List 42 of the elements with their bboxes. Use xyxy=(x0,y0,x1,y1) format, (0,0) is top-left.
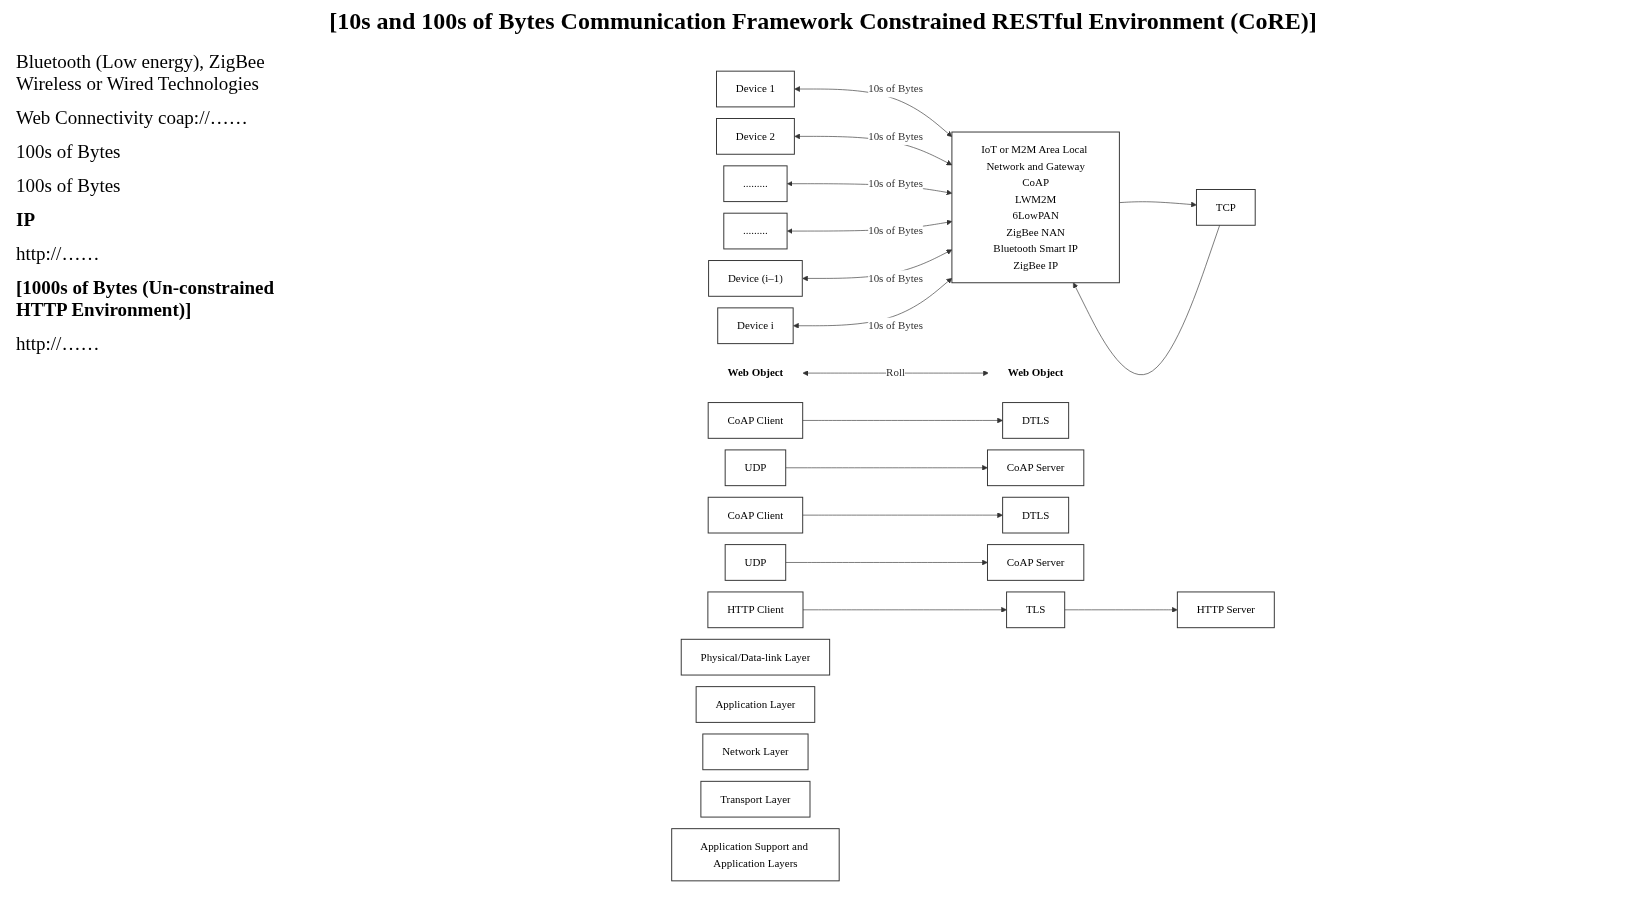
edge-label: 10s of Bytes xyxy=(868,318,923,332)
node-box: Application Layer xyxy=(695,685,816,723)
node-box: Transport Layer xyxy=(700,780,811,818)
edge-label: 10s of Bytes xyxy=(868,129,923,142)
node-box: ......... xyxy=(723,164,788,202)
node-box: CoAP Client xyxy=(707,401,804,439)
node-text: Web Object xyxy=(727,366,784,379)
node-box: UDP xyxy=(724,448,787,486)
node-box: Application Support and Application Layers xyxy=(671,827,840,881)
node-box: HTTP Client xyxy=(707,590,804,628)
node-box: DTLS xyxy=(1002,401,1070,439)
node-box: IoT or M2M Area Local Network and Gateway CoAP LWM2M 6LowPAN ZigBee NAN Bluetooth Smart IP ZigBee IP xyxy=(951,131,1120,283)
node-box: TLS xyxy=(1006,590,1066,628)
diagram-title: [10s and 100s of Bytes Communication Framework Constrained RESTful Environment (CoRE)] xyxy=(328,8,1318,35)
node-box: Network Layer xyxy=(702,733,809,770)
node-box: CoAP Client xyxy=(707,496,804,533)
node-box: TCP xyxy=(1195,188,1256,226)
node-box: CoAP Server xyxy=(987,448,1085,486)
edge-label: 10s of Bytes xyxy=(868,271,923,284)
note-text: Web Connectivity coap://…… xyxy=(16,107,249,129)
node-box: Device 2 xyxy=(716,117,795,155)
note-text: http://…… xyxy=(16,243,101,265)
note-text: [1000s of Bytes (Un-constrained HTTP Environment)] xyxy=(16,277,276,321)
node-box: DTLS xyxy=(1002,496,1070,533)
node-box: Device i xyxy=(717,306,794,344)
edge-label: Roll xyxy=(886,366,905,379)
node-box: CoAP Server xyxy=(987,543,1085,581)
node-box: Device 1 xyxy=(716,70,795,107)
node-text: Web Object xyxy=(1007,366,1064,379)
edge-label: 10s of Bytes xyxy=(868,224,923,237)
note-text: 100s of Bytes xyxy=(16,175,122,197)
note-text: http://…… xyxy=(16,333,101,355)
node-box: HTTP Server xyxy=(1176,590,1275,628)
note-text: 100s of Bytes xyxy=(16,141,122,163)
node-box: ......... xyxy=(723,212,788,249)
node-box: Physical/Data-link Layer xyxy=(680,638,831,676)
node-box: Device (i–1) xyxy=(708,259,803,297)
note-text: Bluetooth (Low energy), ZigBee Wireless or Wired Technologies xyxy=(16,51,266,95)
edge-label: 10s of Bytes xyxy=(868,176,923,190)
edge-label: 10s of Bytes xyxy=(868,82,923,95)
note-text: IP xyxy=(16,209,36,231)
node-box: UDP xyxy=(724,543,787,581)
